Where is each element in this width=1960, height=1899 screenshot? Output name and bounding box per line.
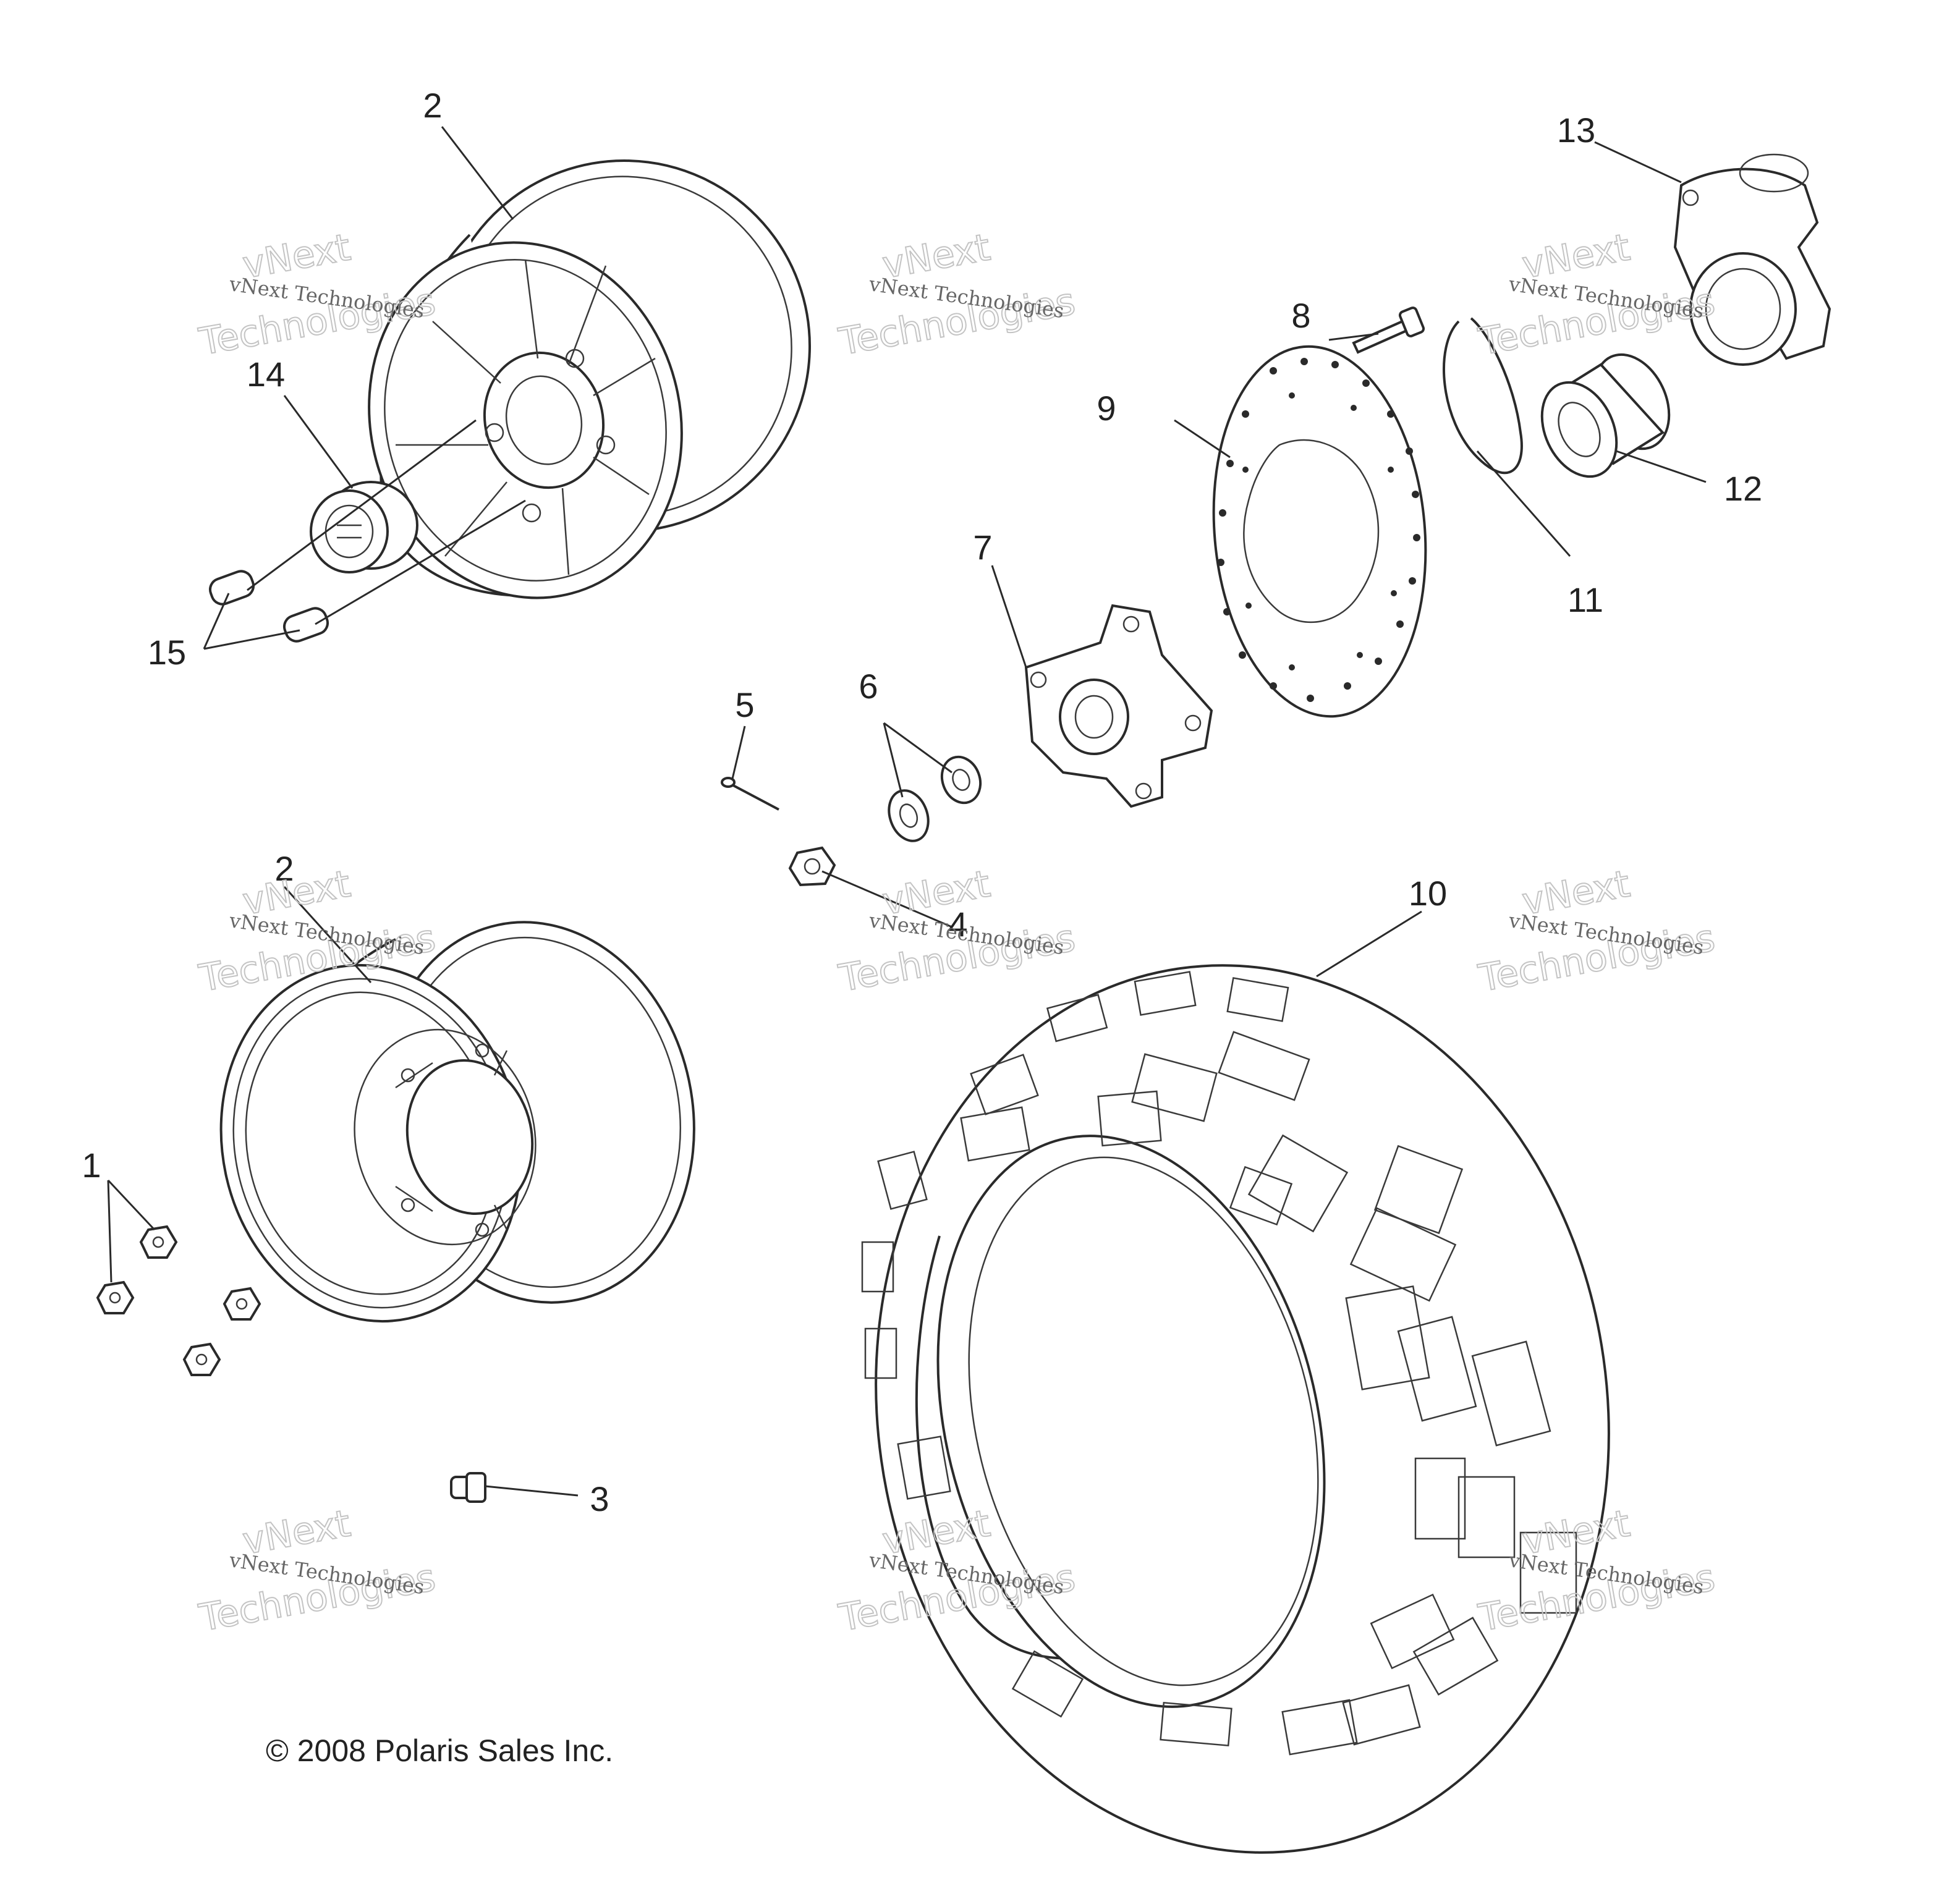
part-13-steering-knuckle (1673, 153, 1831, 366)
callout-11: 11 (1568, 580, 1603, 619)
leader-lines (107, 126, 1707, 1497)
watermark: vNext Technologies vNext Technologies (195, 1501, 439, 1641)
part-2-cast-wheel (368, 159, 811, 599)
callout-12: 12 (1724, 469, 1762, 508)
watermark: vNext Technologies vNext Technologies (1475, 861, 1719, 1001)
part-11-retaining-ring (1443, 317, 1523, 475)
part-14-center-cap (310, 481, 418, 573)
copyright-text: © 2008 Polaris Sales Inc. (266, 1733, 613, 1768)
part-4-castle-nut (788, 846, 836, 887)
part-10-tire (861, 964, 1610, 1854)
callout-8: 8 (1291, 296, 1310, 335)
callout-4: 4 (948, 905, 967, 944)
watermark: vNext Technologies vNext Technologies (835, 225, 1079, 365)
part-9-brake-disc (1212, 345, 1427, 718)
part-1-lug-nuts (96, 1225, 261, 1376)
part-2-steel-wheel (219, 921, 695, 1323)
part-5-cotter-pin (721, 777, 779, 811)
part-12-bearing (1540, 353, 1671, 478)
callout-6: 6 (859, 667, 878, 706)
callout-2-upper: 2 (423, 86, 442, 125)
part-8-bolt (1352, 307, 1425, 354)
callout-7: 7 (973, 528, 992, 567)
callout-3: 3 (590, 1479, 609, 1518)
part-3-valve-stem (450, 1472, 486, 1503)
callout-5: 5 (735, 685, 754, 724)
callout-10: 10 (1409, 874, 1447, 913)
callout-15: 15 (148, 633, 186, 672)
part-15-lug-cover (208, 570, 329, 643)
part-6-washers (888, 755, 982, 842)
callout-2-lower: 2 (274, 849, 294, 888)
callout-labels: 2 14 15 5 6 7 9 8 11 12 13 2 4 10 1 3 (82, 86, 1762, 1518)
callout-14: 14 (247, 355, 285, 394)
callout-13: 13 (1557, 111, 1595, 150)
part-7-hub (1024, 604, 1213, 808)
callout-9: 9 (1097, 389, 1116, 428)
watermark: vNext Technologies vNext Technologies (835, 861, 1079, 1001)
callout-1: 1 (82, 1146, 101, 1185)
